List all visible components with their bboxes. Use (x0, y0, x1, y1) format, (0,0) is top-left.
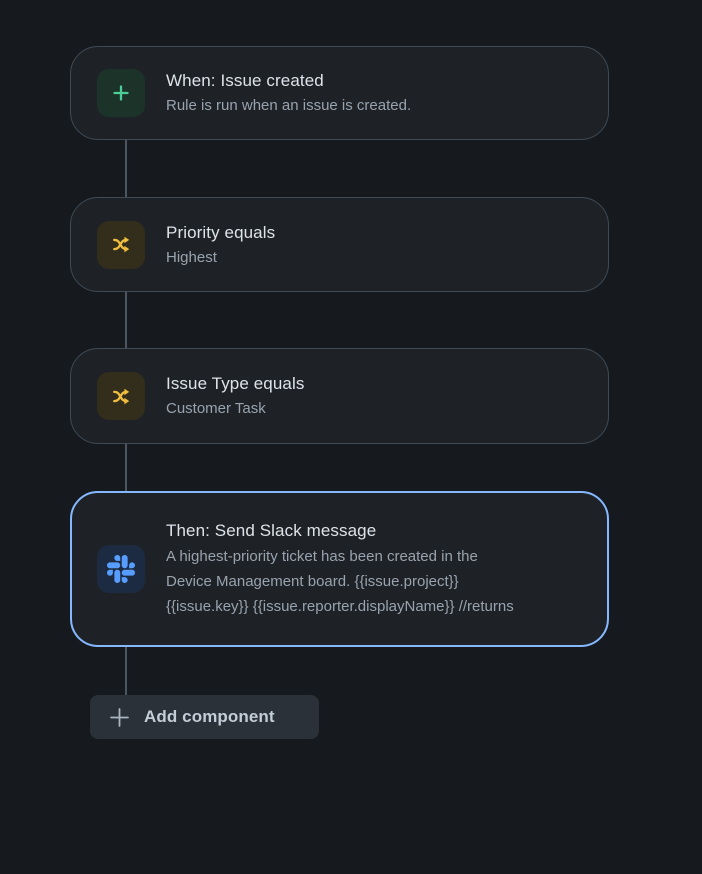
card-subtitle: Customer Task (166, 400, 266, 417)
connector-line (125, 292, 127, 348)
connector-line (125, 140, 127, 197)
add-component-button[interactable]: Add component (90, 695, 319, 739)
action-card-send-slack-message[interactable]: Then: Send Slack message A highest-prior… (70, 491, 609, 647)
card-title: Issue Type equals (166, 374, 305, 393)
card-title: Priority equals (166, 222, 276, 242)
shuffle-icon (97, 220, 145, 269)
card-subtitle: Rule is run when an issue is created. (166, 97, 412, 114)
plus-icon (106, 704, 133, 731)
trigger-card-issue-created[interactable]: When: Issue created Rule is run when an … (70, 46, 609, 140)
card-title: Then: Send Slack message (166, 520, 377, 540)
card-title: When: Issue created (166, 71, 324, 90)
connector-line (125, 444, 127, 492)
add-component-label: Add component (144, 707, 275, 726)
card-description: A highest-priority ticket has been creat… (166, 547, 514, 615)
shuffle-icon (97, 372, 145, 420)
condition-card-issue-type[interactable]: Issue Type equals Customer Task (70, 348, 609, 444)
plus-icon (97, 69, 145, 117)
slack-icon (97, 545, 145, 593)
connector-line (125, 647, 127, 695)
condition-card-priority[interactable]: Priority equals Highest (70, 197, 609, 292)
card-subtitle: Highest (166, 248, 217, 266)
